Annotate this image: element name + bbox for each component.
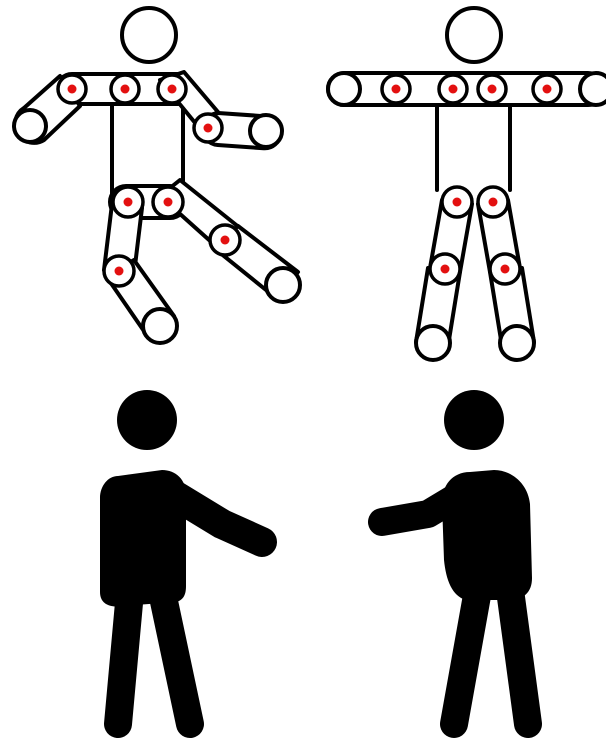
joint-neck-dot (488, 85, 497, 94)
skeleton-figure-walking (14, 8, 300, 343)
joint-neck-dot (121, 85, 130, 94)
silhouette-right-leg (162, 592, 190, 724)
skeleton-figure-t-pose (328, 8, 606, 360)
silhouette-head (444, 390, 504, 450)
joint-right-hip-dot (489, 198, 498, 207)
joint-right-shoulder-dot (168, 85, 177, 94)
joint-left-elbow-dot (392, 85, 401, 94)
silhouette-left-leg (118, 592, 130, 724)
skeleton-right-hand (250, 115, 282, 147)
joint-left-knee-dot (441, 265, 450, 274)
joint-left-knee-dot (115, 267, 124, 276)
joint-right-shoulder-dot (543, 85, 552, 94)
joint-left-hip-dot (124, 198, 133, 207)
skeleton-head (447, 8, 501, 62)
joint-left-hip-dot (453, 198, 462, 207)
silhouette-right-leg (510, 590, 528, 724)
silhouette-figure-reaching-right (100, 390, 262, 724)
joint-left-shoulder-dot (449, 85, 458, 94)
joint-right-knee-dot (221, 236, 230, 245)
joint-right-knee-dot (501, 265, 510, 274)
joint-right-elbow-dot (204, 124, 213, 133)
joint-left-shoulder-dot (68, 85, 77, 94)
silhouette-left-leg (454, 590, 478, 724)
silhouette-head (117, 390, 177, 450)
skeleton-right-foot (500, 326, 534, 360)
skeleton-left-hand (328, 73, 360, 105)
silhouette-figure-reaching-left (382, 390, 532, 724)
skeleton-right-hand (580, 73, 606, 105)
joint-right-hip-dot (164, 198, 173, 207)
skeleton-head (122, 8, 176, 62)
skeleton-left-foot (143, 309, 177, 343)
skeleton-right-foot (266, 268, 300, 302)
skeleton-left-foot (416, 326, 450, 360)
skeleton-left-hand (14, 110, 46, 142)
